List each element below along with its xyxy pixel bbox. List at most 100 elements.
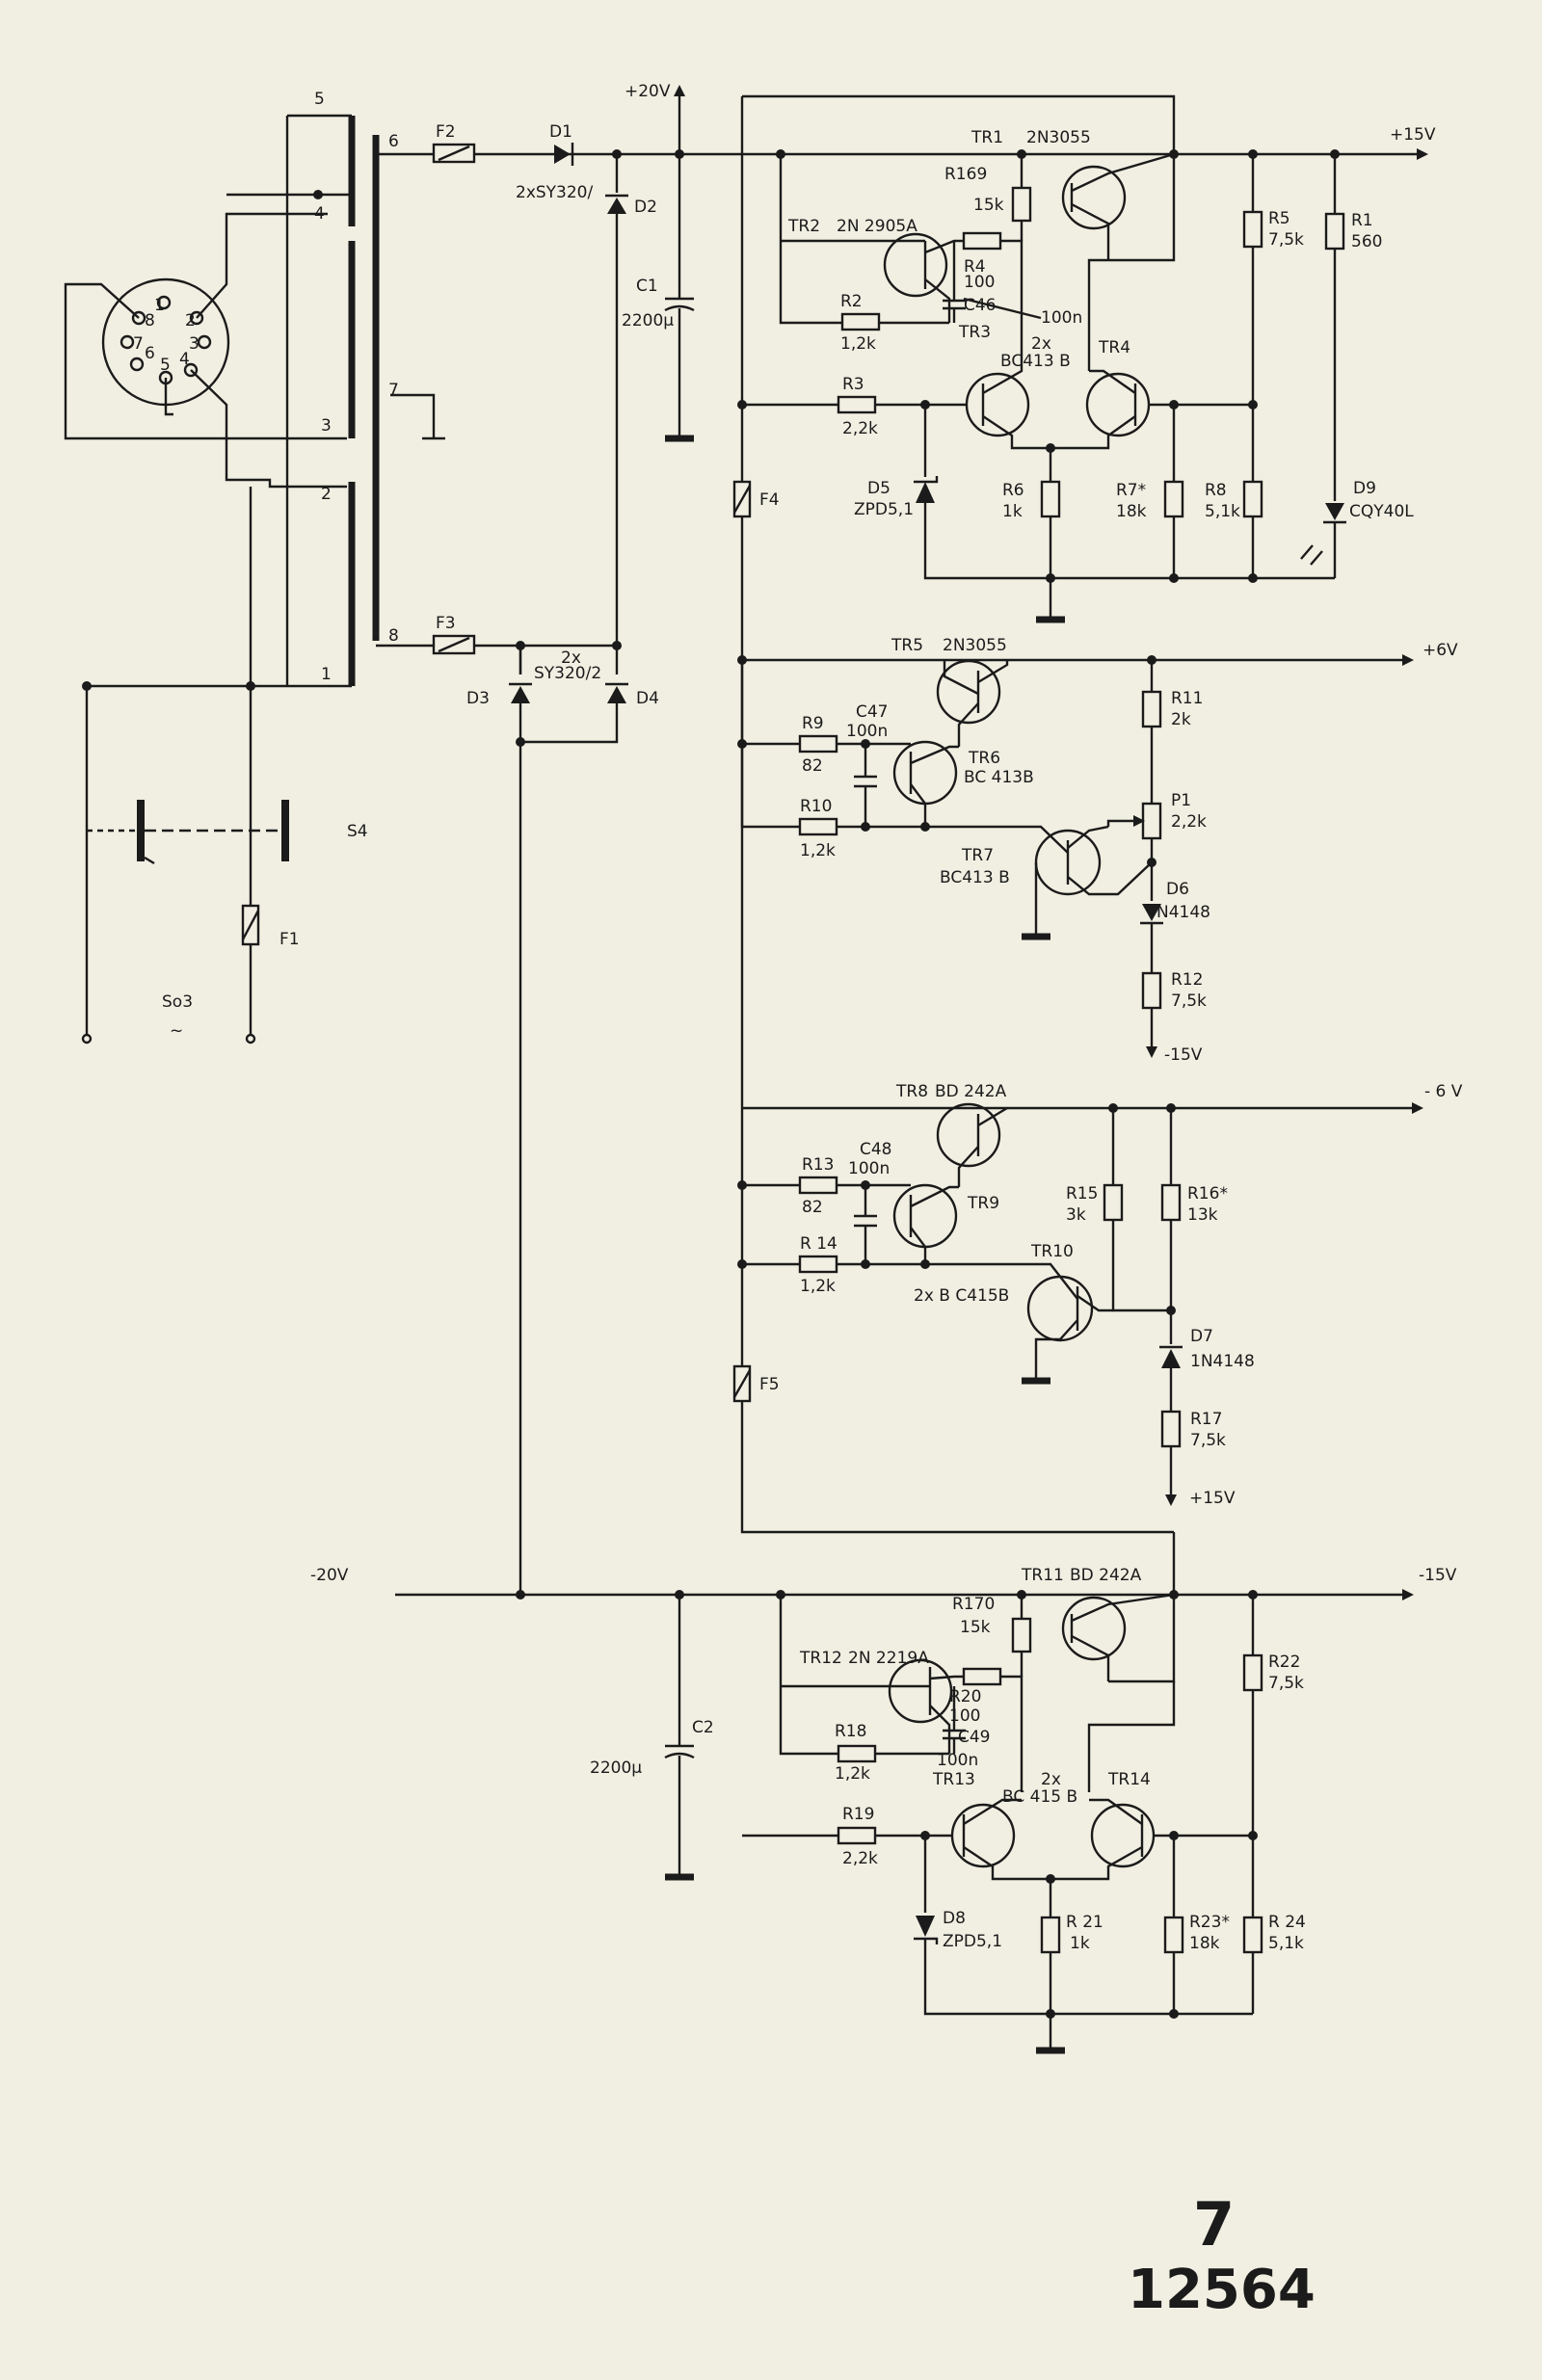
r23-label: R23* <box>1189 1913 1230 1932</box>
rail-plus-15v: +15V <box>1390 125 1436 145</box>
socket-pin-label: 5 <box>160 356 171 375</box>
diode-d1-label: D1 <box>549 122 572 142</box>
c48-value: 100n <box>848 1159 890 1178</box>
tr9-label: TR9 <box>967 1194 999 1213</box>
c46-value: 100n <box>1041 308 1082 328</box>
r169-value: 15k <box>973 196 1004 215</box>
d6-type: N4148 <box>1156 903 1210 922</box>
d9-label: D9 <box>1353 479 1376 498</box>
r16-label: R16* <box>1187 1184 1228 1203</box>
d8-label: D8 <box>943 1909 966 1928</box>
tr6-label: TR6 <box>968 749 1000 768</box>
r3-value: 2,2k <box>842 419 878 438</box>
sheet-number: 7 <box>1193 2189 1235 2260</box>
tr14-label: TR14 <box>1107 1770 1151 1789</box>
p1-label: P1 <box>1171 791 1191 810</box>
r3-label: R3 <box>842 375 864 394</box>
c47-label: C47 <box>856 702 889 722</box>
r22-value: 7,5k <box>1268 1674 1304 1693</box>
cap-c2-label: C2 <box>692 1718 714 1737</box>
r2-value: 1,2k <box>840 334 876 354</box>
cap-c2-value: 2200µ <box>590 1759 642 1778</box>
tr5-type: 2N3055 <box>943 636 1007 655</box>
r2-label: R2 <box>840 292 863 311</box>
r21-value: 1k <box>1070 1934 1090 1953</box>
r169-label: R169 <box>944 165 987 184</box>
r12-value: 7,5k <box>1171 992 1207 1011</box>
c49-value: 100n <box>937 1751 978 1770</box>
socket-pin-label: 2 <box>185 311 196 331</box>
tr1-type: 2N3055 <box>1026 128 1091 147</box>
r9-label: R9 <box>802 714 824 733</box>
tr10-label: TR10 <box>1030 1242 1074 1261</box>
socket-pin-label: 6 <box>145 344 155 363</box>
rail-minus-15v-in: -15V <box>1419 1566 1457 1585</box>
r170-value: 15k <box>960 1618 991 1637</box>
r23-value: 18k <box>1189 1934 1220 1953</box>
tr7-label: TR7 <box>961 846 994 865</box>
socket-name: So3 <box>162 992 193 1012</box>
transformer-pin-label: 8 <box>388 626 399 646</box>
rail-plus-6v: +6V <box>1422 641 1458 660</box>
diode-d1-type: 2xSY320/ <box>516 183 593 202</box>
tr910-type: 2x B C415B <box>914 1286 1009 1306</box>
diode-d2-label: D2 <box>634 198 657 217</box>
r13-label: R13 <box>802 1155 834 1175</box>
r10-value: 1,2k <box>800 841 836 860</box>
rail-minus-6v: - 6 V <box>1424 1082 1463 1101</box>
r13-value: 82 <box>802 1198 823 1217</box>
tr4-label: TR4 <box>1098 338 1130 357</box>
mains-input-section: 1 2 3 4 5 6 7 8 5 4 3 2 1 <box>64 90 368 1045</box>
rail-minus-20v: -20V <box>310 1566 349 1585</box>
transformer-pin-label: 2 <box>321 485 332 504</box>
r8-value: 5,1k <box>1205 502 1240 521</box>
diode-d34-qty: 2x <box>561 648 581 668</box>
rectifier-section: 6 7 8 F2 D1 2xSY320/ D2 F3 D3 <box>372 82 695 1600</box>
r18-value: 1,2k <box>835 1764 870 1784</box>
tr1-label: TR1 <box>970 128 1003 147</box>
r21-label: R 21 <box>1066 1913 1103 1932</box>
c48-label: C48 <box>860 1140 892 1159</box>
tr3-label: TR3 <box>958 323 991 342</box>
r16-value: 13k <box>1187 1205 1218 1225</box>
r12-label: R12 <box>1171 970 1203 990</box>
transformer-pin-label: 4 <box>314 204 325 224</box>
transformer-pin-label: 3 <box>321 416 332 436</box>
tr34-qty: 2x <box>1031 334 1051 354</box>
r1-value: 560 <box>1351 232 1382 251</box>
transformer-pin-label: 1 <box>321 665 332 684</box>
cap-c1-value: 2200µ <box>622 311 674 331</box>
r20-label: R20 <box>949 1687 981 1706</box>
fuse-f1: F1 <box>241 904 300 949</box>
r22-label: R22 <box>1268 1653 1300 1672</box>
r10-label: R10 <box>800 797 832 816</box>
tr12-type: 2N 2219A <box>848 1649 929 1668</box>
tr34-type: BC413 B <box>1000 352 1071 371</box>
r24-value: 5,1k <box>1268 1934 1304 1953</box>
diode-d3-label: D3 <box>466 689 490 708</box>
tr8-label: TR8 <box>895 1082 928 1101</box>
r19-label: R19 <box>842 1805 874 1824</box>
r14-value: 1,2k <box>800 1277 836 1296</box>
d5-label: D5 <box>867 479 891 498</box>
tr11-label: TR11 <box>1021 1566 1064 1585</box>
r15-value: 3k <box>1066 1205 1086 1225</box>
diode-d34-type: SY320/2 <box>534 664 601 683</box>
r7-label: R7* <box>1116 481 1146 500</box>
r4-label: R4 <box>964 257 986 277</box>
r17-label: R17 <box>1190 1410 1222 1429</box>
d5-type: ZPD5,1 <box>854 500 914 519</box>
socket-pin-label: 4 <box>179 350 190 369</box>
r18-label: R18 <box>835 1722 866 1741</box>
r15-label: R15 <box>1066 1184 1098 1203</box>
r7-value: 18k <box>1116 502 1147 521</box>
tr5-label: TR5 <box>891 636 923 655</box>
transformer-pin-label: 5 <box>314 90 325 109</box>
fuse-f3-label: F3 <box>436 614 456 633</box>
rail-minus-15v-out: -15V <box>1164 1045 1203 1065</box>
transformer-pin-label: 7 <box>388 381 399 400</box>
r6-value: 1k <box>1002 502 1023 521</box>
p1-value: 2,2k <box>1171 812 1207 832</box>
r6-label: R6 <box>1002 481 1024 500</box>
tr2-label: TR2 <box>787 217 820 236</box>
